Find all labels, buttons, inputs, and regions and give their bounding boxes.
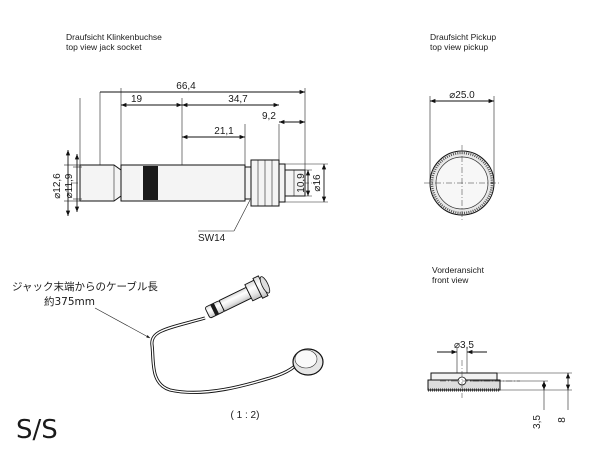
jack-insulator-band — [143, 166, 158, 200]
dim-34-7: 34,7 — [228, 94, 248, 105]
jack-title-en: top view jack socket — [66, 42, 142, 52]
front-title-en: front view — [432, 275, 469, 285]
dim-height-3-5: 3,5 — [532, 415, 543, 429]
assembly-jack — [205, 275, 271, 319]
label-sw14: SW14 — [198, 233, 226, 244]
dim-height-8: 8 — [557, 417, 568, 423]
dim-overall-length: 66,4 — [176, 81, 196, 92]
dim-10-9: 10,9 — [296, 173, 307, 193]
cable-outer — [150, 316, 302, 394]
front-title-de: Vorderansicht — [432, 265, 485, 275]
brand-mark: S/S — [16, 415, 58, 445]
jack-tip — [79, 164, 122, 202]
dim-dia-11-9: ⌀11,9 — [64, 173, 75, 198]
pickup-front-view: Vorderansicht front view ⌀3,5 3,5 8 — [427, 265, 572, 429]
cable-length-note: 約375mm — [44, 295, 95, 308]
jack-socket-view: Draufsicht Klinkenbuchse top view jack s… — [52, 32, 328, 244]
scale-label: ( 1 : 2) — [231, 410, 260, 421]
jack-body — [120, 164, 246, 202]
pickup-title-en: top view pickup — [430, 42, 488, 52]
dim-dia-12-6: ⌀12,6 — [52, 173, 63, 199]
cable-note-jp: ジャック末端からのケーブル長 — [12, 280, 158, 293]
dim-dia-25: ⌀25.0 — [449, 90, 475, 101]
dim-dia-3-5: ⌀3,5 — [454, 340, 474, 351]
dim-9-2: 9,2 — [262, 111, 276, 122]
dim-dia-16: ⌀16 — [312, 174, 323, 192]
dim-21-1: 21,1 — [214, 126, 234, 137]
assembly-view: ジャック末端からのケーブル長 約375mm ( 1 : 2) — [12, 275, 324, 421]
pickup-top-view: Draufsicht Pickup top view pickup ⌀25.0 — [424, 32, 500, 221]
dim-19: 19 — [131, 94, 143, 105]
pickup-title-de: Draufsicht Pickup — [430, 32, 496, 42]
jack-title-de: Draufsicht Klinkenbuchse — [66, 32, 162, 42]
